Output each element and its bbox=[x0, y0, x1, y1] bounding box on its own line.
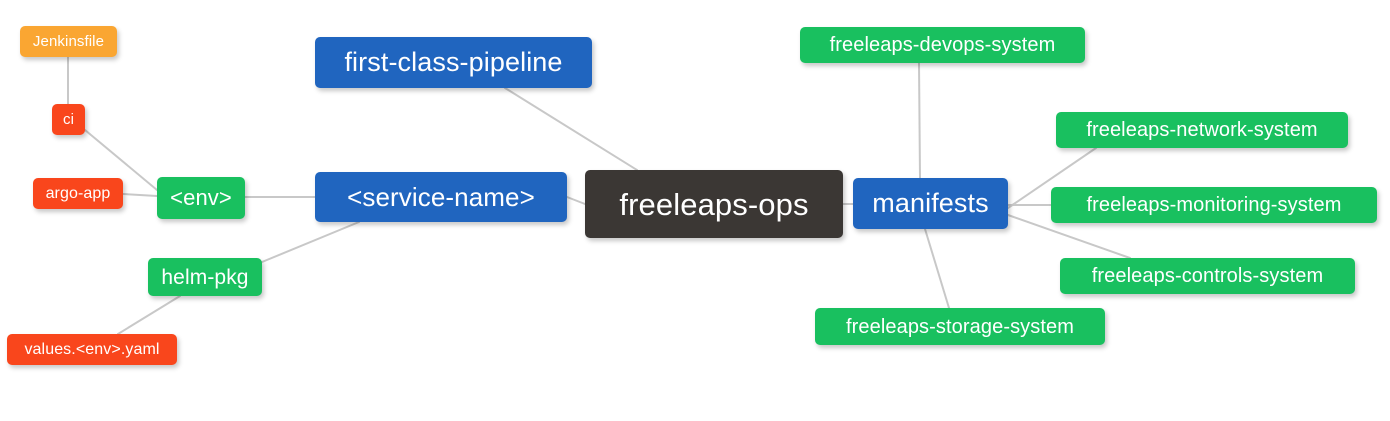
node-label-helm-pkg: helm-pkg bbox=[161, 265, 249, 289]
node-jenkinsfile[interactable]: Jenkinsfile bbox=[20, 26, 117, 57]
node-freeleaps-storage-system[interactable]: freeleaps-storage-system bbox=[815, 308, 1105, 345]
edge-freeleaps-ops-to-first-class-pipeline bbox=[504, 87, 638, 171]
node-env[interactable]: <env> bbox=[157, 177, 245, 219]
node-argo-app[interactable]: argo-app bbox=[33, 178, 123, 209]
node-manifests[interactable]: manifests bbox=[853, 178, 1008, 229]
edge-manifests-to-freeleaps-devops-system bbox=[918, 62, 921, 179]
node-label-argo-app: argo-app bbox=[45, 184, 111, 202]
node-label-freeleaps-storage-system: freeleaps-storage-system bbox=[845, 315, 1075, 338]
edge-manifests-to-freeleaps-storage-system bbox=[924, 228, 950, 309]
edge-manifests-to-freeleaps-network-system bbox=[1007, 147, 1097, 209]
node-label-values-env-yaml: values.<env>.yaml bbox=[24, 340, 160, 358]
node-label-freeleaps-ops: freeleaps-ops bbox=[619, 186, 809, 222]
node-helm-pkg[interactable]: helm-pkg bbox=[148, 258, 262, 296]
node-label-freeleaps-network-system: freeleaps-network-system bbox=[1086, 119, 1318, 141]
edge-env-to-ci bbox=[84, 129, 158, 191]
node-freeleaps-ops[interactable]: freeleaps-ops bbox=[585, 170, 843, 238]
node-label-manifests: manifests bbox=[872, 188, 989, 218]
node-freeleaps-network-system[interactable]: freeleaps-network-system bbox=[1056, 112, 1348, 148]
edge-service-name-to-helm-pkg bbox=[261, 221, 360, 263]
node-label-jenkinsfile: Jenkinsfile bbox=[32, 33, 105, 50]
node-values-env-yaml[interactable]: values.<env>.yaml bbox=[7, 334, 177, 365]
node-freeleaps-devops-system[interactable]: freeleaps-devops-system bbox=[800, 27, 1085, 63]
node-label-env: <env> bbox=[170, 185, 232, 210]
edge-env-to-argo-app bbox=[122, 193, 158, 197]
node-label-freeleaps-devops-system: freeleaps-devops-system bbox=[829, 34, 1056, 56]
node-freeleaps-monitoring-system[interactable]: freeleaps-monitoring-system bbox=[1051, 187, 1377, 223]
edge-freeleaps-ops-to-service-name bbox=[566, 196, 586, 205]
node-label-freeleaps-controls-system: freeleaps-controls-system bbox=[1091, 265, 1324, 287]
node-label-ci: ci bbox=[62, 111, 75, 128]
node-label-service-name: <service-name> bbox=[347, 182, 535, 212]
node-ci[interactable]: ci bbox=[52, 104, 85, 135]
node-first-class-pipeline[interactable]: first-class-pipeline bbox=[315, 37, 592, 88]
node-label-first-class-pipeline: first-class-pipeline bbox=[344, 47, 563, 77]
edge-helm-pkg-to-values-env-yaml bbox=[117, 295, 181, 335]
edge-manifests-to-freeleaps-controls-system bbox=[1007, 214, 1131, 259]
node-service-name[interactable]: <service-name> bbox=[315, 172, 567, 222]
node-freeleaps-controls-system[interactable]: freeleaps-controls-system bbox=[1060, 258, 1355, 294]
node-label-freeleaps-monitoring-system: freeleaps-monitoring-system bbox=[1086, 194, 1342, 216]
